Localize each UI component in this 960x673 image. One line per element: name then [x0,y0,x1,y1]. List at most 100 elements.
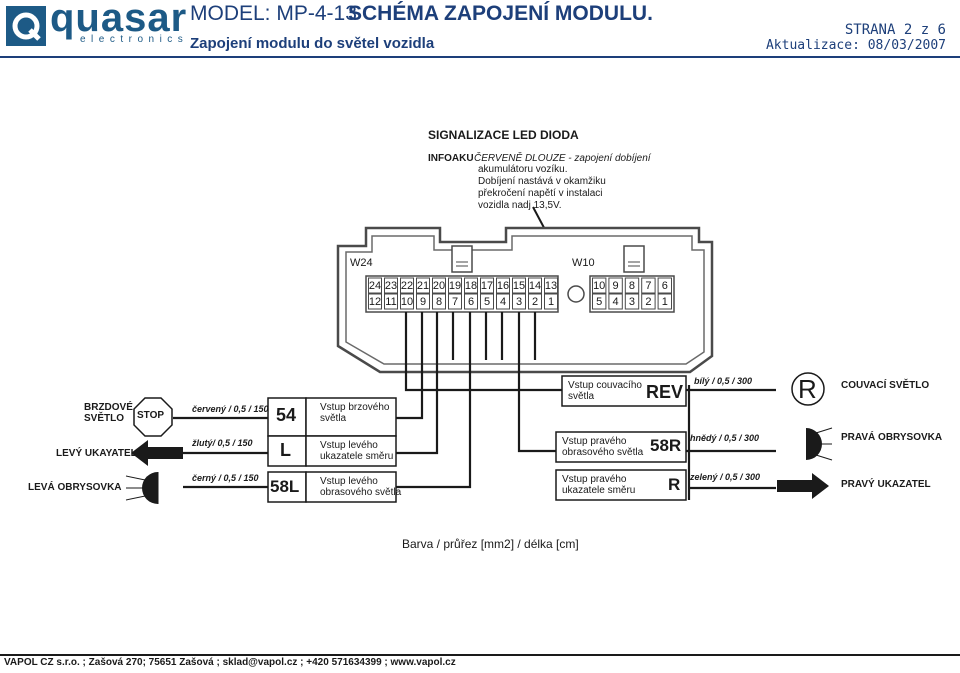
code-54: 54 [276,405,297,425]
input-box-brake [305,397,397,437]
quasar-logo-icon [6,6,46,46]
stop-label: STOP [137,410,165,421]
w24-pin-number: 17 [480,280,494,292]
latch-tab [623,245,645,273]
info-line: vozidla nadj 13,5V. [478,200,562,211]
module-housing-inner [345,235,705,365]
info-line: akumulátoru vozíku. [478,164,568,175]
input-right-pos-text: Vstup pravého [562,436,627,447]
w10-pin-number: 8 [628,280,636,292]
code-box-l [267,435,307,467]
w24-pin-number: 16 [496,280,510,292]
w24-pin-cell [480,293,494,310]
page-number: STRANA 2 z 6 [844,22,946,38]
w24-pin-number: 5 [483,296,491,308]
input-left-ind-text: Vstup levého [320,440,378,451]
w10-pin-number: 4 [612,296,619,308]
input-left-ind-text-2: ukazatele směru [320,451,394,462]
w24-pin-number: 13 [544,280,558,292]
w24-pin-cell [432,293,446,310]
reverse-r-circle-icon [791,372,825,406]
input-box-left-pos [305,471,397,503]
w10-pin-cell [641,277,656,294]
left-indicator-label: LEVÝ UKAYATEL [56,448,137,459]
header-divider [0,56,960,58]
infoaku-description: ČERVENĚ DLOUZE - zapojení dobíjení [474,153,651,164]
w10-pin-cell [641,293,656,310]
w24-pin-number: 10 [400,296,414,308]
code-r: R [668,475,681,494]
w24-pin-number: 6 [467,296,475,308]
code-box-58l [267,471,307,503]
info-line: Dobíjení nastává v okamžiku [478,176,606,187]
w10-label: W10 [572,257,595,269]
latch-tab [451,245,473,273]
brand-name: quasar [50,0,188,40]
w24-pin-number: 15 [512,280,526,292]
left-position-label: LEVÁ OBRYSOVKA [28,482,122,493]
w24-pin-cell [368,293,382,310]
input-box-reverse [561,375,687,407]
w10-pin-number: 10 [593,280,606,292]
w24-pin-cell [448,293,462,310]
input-brake-text-2: světla [320,413,347,424]
footer-divider [0,654,960,656]
w24-pin-cell [432,277,446,294]
w24-pin-cell [544,277,558,294]
wire-spec-red: červený / 0,5 / 150 [192,404,269,414]
w24-pin-cell [384,277,398,294]
w24-pin-cell [400,293,414,310]
reverse-light-label: COUVACÍ SVĚTLO [841,380,930,391]
w24-pin-number: 4 [499,296,507,308]
w24-pin-number: 1 [547,296,555,308]
w24-pin-number: 21 [416,280,430,292]
input-left-pos-text: Vstup levého [320,476,378,487]
w10-pin-number: 1 [661,296,668,308]
wire-spec-white: bílý / 0,5 / 300 [694,376,753,386]
w24-pin-number: 20 [432,280,446,292]
left-position-lamp-icon [125,472,159,504]
right-indicator-label: PRAVÝ UKAZATEL [841,479,931,490]
w24-pin-cell [512,277,526,294]
led-indicator [567,285,585,303]
wire-spec-yellow: žlutý/ 0,5 / 150 [192,438,253,448]
wire-spec-black: černý / 0,5 / 150 [192,473,259,483]
w24-pin-number: 7 [451,296,459,308]
w24-cells [368,277,558,310]
model-label: MODEL: MP-4-13 [190,2,357,25]
w10-pin-cell [624,277,640,294]
code-58l: 58L [270,477,300,496]
w24-pin-cell [368,277,382,294]
w24-label: W24 [350,257,373,269]
w24-pin-number: 22 [400,280,414,292]
w10-pin-cell [608,277,623,294]
footer-contact: VAPOL CZ s.r.o. ; Zašová 270; 75651 Zašo… [4,657,456,668]
wire-spec-green: zelený / 0,5 / 300 [690,472,761,482]
page-subtitle: Zapojení modulu do světel vozidla [190,35,435,52]
brand-subtitle: electronics [80,34,189,45]
right-position-lamp-icon [806,427,833,461]
w24-pin-number: 3 [515,296,523,308]
w10-pin-number: 9 [612,280,619,292]
left-indicator-arrow-icon [131,440,183,466]
w24-pin-number: 23 [384,280,398,292]
info-line: překročení napětí v instalaci [478,188,603,199]
w24-pin-number: 11 [385,296,397,308]
w24-pin-cell [448,277,462,294]
w10-pin-number: 2 [645,296,652,308]
input-reverse-text: Vstup couvacího [568,380,642,391]
w24-pin-cell [400,277,414,294]
w10-pin-number: 6 [661,280,668,292]
w10-pin-cell [592,293,607,310]
w24-pin-cell [528,277,542,294]
input-reverse-text-2: světla [568,391,595,402]
brake-light-label-2: SVĚTLO [84,413,125,424]
w24-pin-cell [464,293,478,310]
w10-pin-cell [624,293,640,310]
input-box-right-ind [555,469,687,501]
w24-pin-cell [416,277,430,294]
w24-pin-cell [512,293,526,310]
input-brake-text: Vstup brzového [320,402,390,413]
w10-pin-number: 5 [596,296,603,308]
